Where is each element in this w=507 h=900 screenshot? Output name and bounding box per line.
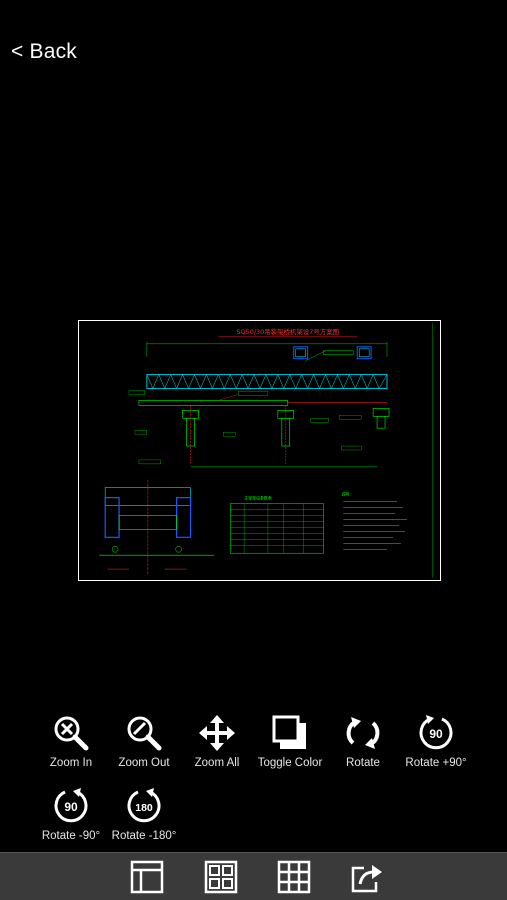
move-arrows-icon	[199, 715, 235, 751]
four-grid-button[interactable]	[204, 860, 238, 894]
rotate-minus-90-icon: 90	[54, 788, 88, 823]
zoom-all-button[interactable]: Zoom All	[181, 713, 253, 769]
rotate-minus-180-label: Rotate -180°	[111, 830, 177, 842]
zoom-in-button[interactable]: Zoom In	[35, 713, 107, 769]
layout-icon	[130, 860, 164, 894]
share-button[interactable]	[350, 860, 384, 894]
toggle-color-icon	[272, 715, 306, 749]
nine-grid-button[interactable]	[277, 860, 311, 894]
toggle-color-label: Toggle Color	[257, 757, 323, 769]
zoom-in-icon	[54, 716, 89, 751]
rotate-label: Rotate	[346, 757, 380, 769]
bottom-toolbar	[0, 852, 507, 900]
zoom-in-label: Zoom In	[49, 757, 93, 769]
zoom-out-button[interactable]: Zoom Out	[108, 713, 180, 769]
rotate-icon	[346, 717, 380, 749]
table-header: 主梁架设参数表	[244, 496, 272, 501]
cad-drawing: SQ50/30吊装架桥机架设7号方案图	[99, 322, 433, 579]
rotate-plus-90-button[interactable]: 90 Rotate +90°	[400, 713, 472, 769]
share-icon	[351, 865, 382, 893]
toggle-color-button[interactable]: Toggle Color	[254, 713, 326, 769]
rotate-plus-90-label: Rotate +90°	[405, 757, 467, 769]
back-button[interactable]: < Back	[11, 40, 77, 63]
cad-drawing-viewer[interactable]: SQ50/30吊装架桥机架设7号方案图	[78, 320, 441, 581]
layout-button[interactable]	[130, 860, 164, 894]
notes-header: 说明：	[341, 492, 353, 497]
rotate-minus-180-icon: 180	[127, 788, 161, 823]
four-grid-icon	[204, 860, 238, 894]
rotate-button[interactable]: Rotate	[327, 713, 399, 769]
drawing-title: SQ50/30吊装架桥机架设7号方案图	[236, 327, 339, 336]
zoom-all-label: Zoom All	[194, 757, 240, 769]
rotate-minus-90-label: Rotate -90°	[41, 830, 101, 842]
rotate-plus-90-icon: 90	[419, 715, 453, 750]
rotate-minus-180-badge: 180	[135, 802, 153, 814]
rotate-minus-180-button[interactable]: 180 Rotate -180°	[108, 786, 180, 842]
rotate-plus-90-badge: 90	[429, 727, 443, 741]
rotate-minus-90-button[interactable]: 90 Rotate -90°	[35, 786, 107, 842]
zoom-out-icon	[127, 716, 162, 751]
nine-grid-icon	[277, 860, 311, 894]
zoom-out-label: Zoom Out	[118, 757, 170, 769]
rotate-minus-90-badge: 90	[64, 800, 78, 814]
